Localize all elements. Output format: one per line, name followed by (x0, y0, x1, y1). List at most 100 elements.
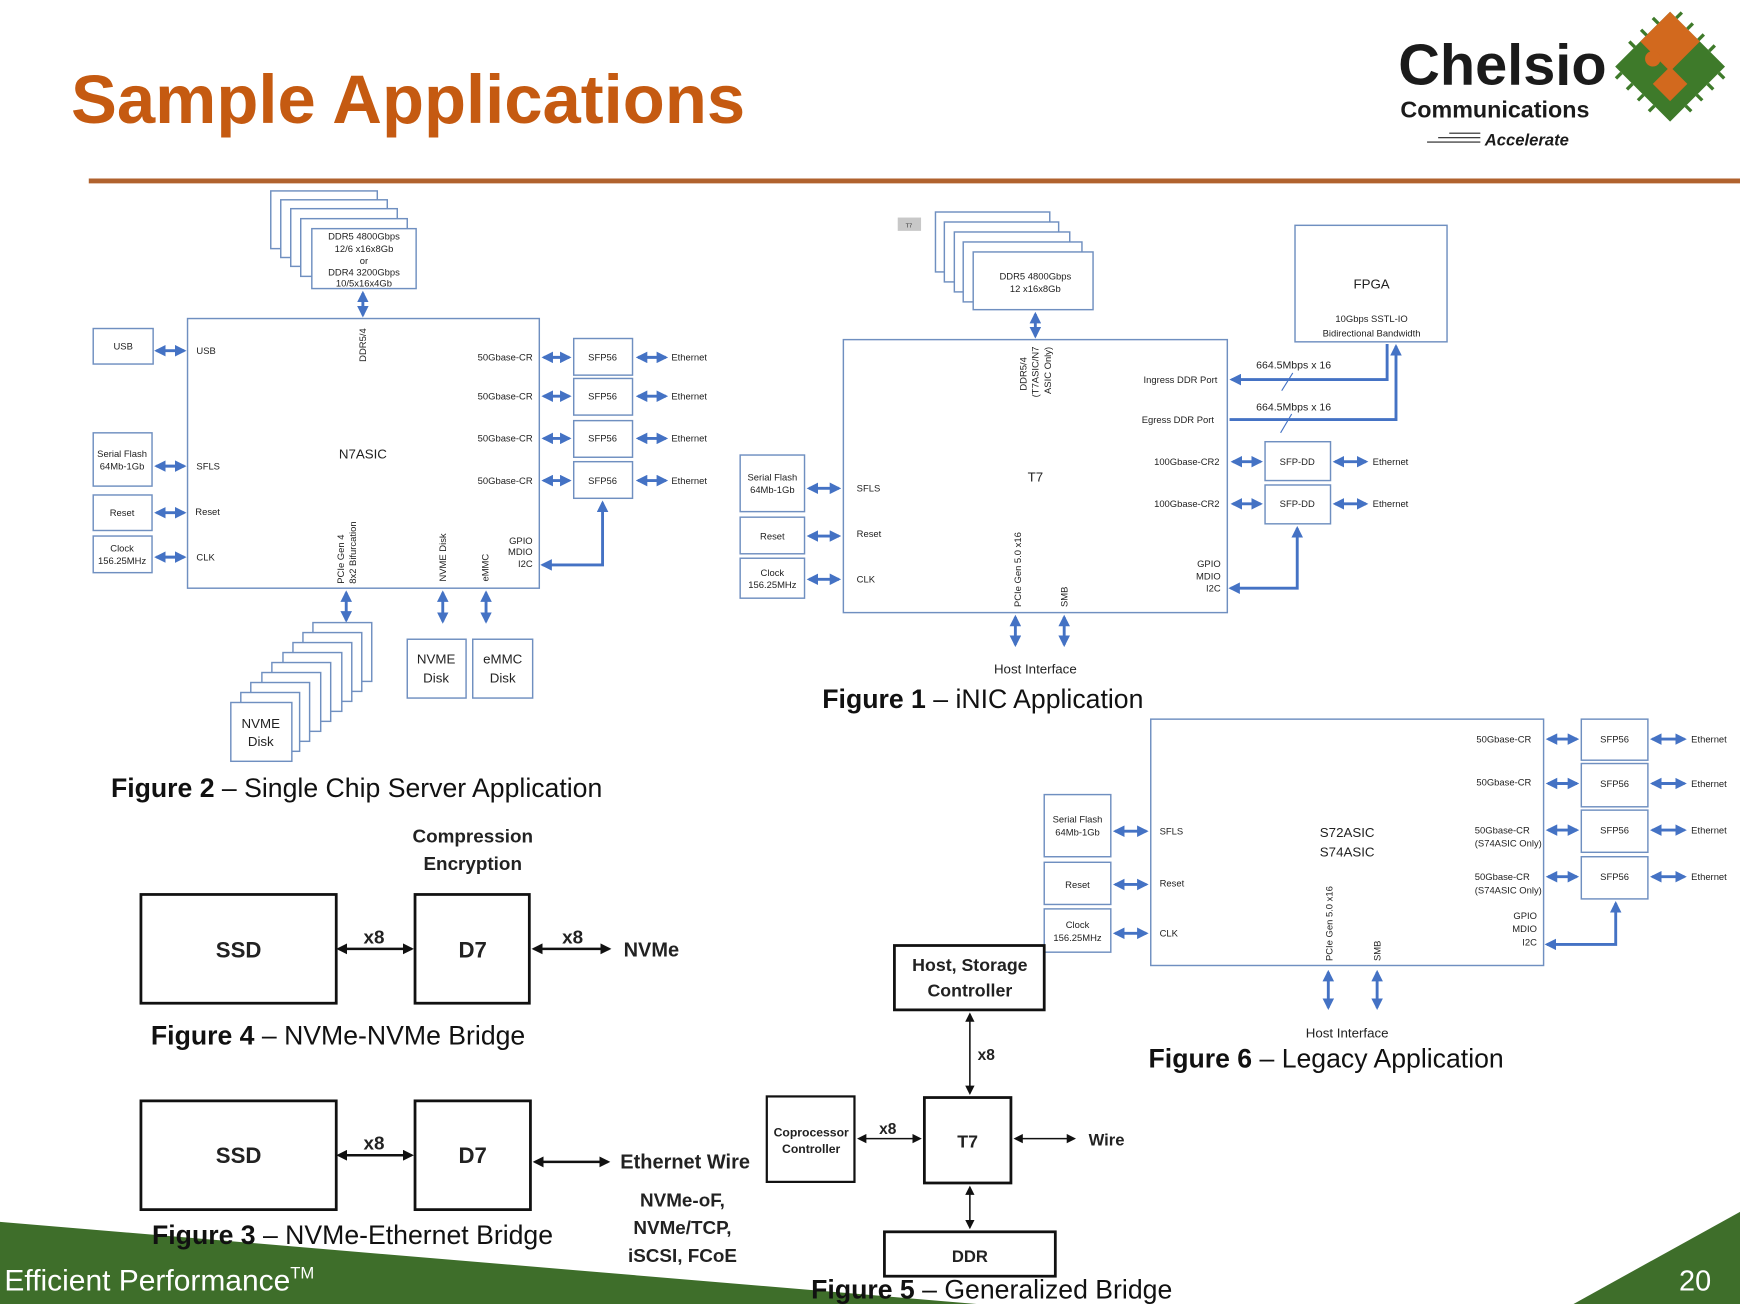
figure-1-caption: Figure 1 – iNIC Application (822, 684, 1143, 714)
sfp56-box (572, 460, 634, 500)
port-label: MDIO (1512, 923, 1537, 934)
sfp56-box (1580, 762, 1649, 808)
port-label: DDR5/4 (1017, 357, 1028, 391)
protocol-label: NVMe-oF, (640, 1189, 725, 1210)
port-label: ASIC Only) (1042, 347, 1053, 394)
box-text: Clock (761, 567, 785, 578)
box-text: SFP56 (1600, 778, 1629, 789)
ddr-stack: DDR5 4800Gbps 12 x16x8Gb (934, 211, 1094, 311)
box-text: Controller (927, 981, 1012, 1001)
box-text: SFP-DD (1280, 456, 1315, 467)
port-label: I2C (518, 558, 533, 569)
host-storage-box (893, 944, 1046, 1012)
gpio-arrow (1544, 901, 1622, 951)
port-label: 50Gbase-CR (1476, 777, 1531, 788)
port-label: 50Gbase-CR (478, 475, 533, 486)
box-text: 64Mb-1Gb (100, 460, 145, 471)
feature-label: Compression (412, 825, 533, 846)
port-label: CLK (196, 551, 215, 562)
d7-box (413, 893, 531, 1005)
box-text: 156.25MHz (1053, 932, 1101, 943)
box-text: Clock (1066, 919, 1090, 930)
ddr-box (883, 1230, 1057, 1278)
box-text: Disk (490, 671, 516, 686)
chip-label: T7 (1028, 470, 1044, 485)
t7-box (922, 1096, 1013, 1185)
page-title: Sample Applications (71, 61, 745, 138)
s7-asic-chip (1150, 718, 1545, 967)
chelsio-logo: Chelsio Communications Accelerate (1398, 11, 1726, 149)
lane-label: x8 (978, 1047, 996, 1064)
port-label: 100Gbase-CR2 (1154, 456, 1219, 467)
feature-label: Encryption (423, 853, 522, 874)
figure-2-caption: Figure 2 – Single Chip Server Applicatio… (111, 773, 602, 803)
box-text: T7 (957, 1131, 978, 1151)
figure-5: Host, Storage Controller x8 T7 Coprocess… (765, 944, 1172, 1304)
figure-3: SSD D7 x8 Ethernet Wire NVMe-oF, NVMe/TC… (139, 1099, 750, 1266)
port-label: NVME Disk (437, 533, 448, 581)
ethernet-label: Ethernet (1691, 778, 1727, 789)
emmc-disk-box (472, 638, 534, 699)
fpga-box (1294, 224, 1448, 343)
box-text: Reset (1065, 879, 1090, 890)
ddr-module (311, 227, 417, 290)
port-label: 50Gbase-CR (1475, 871, 1530, 882)
gpio-arrow (540, 500, 609, 571)
chip-label: S72ASIC (1320, 825, 1375, 840)
box-text: SFP56 (588, 352, 617, 363)
sfp56-box (572, 337, 634, 376)
ethernet-label: Ethernet (1373, 456, 1409, 467)
box-text: DDR (952, 1247, 988, 1266)
box-text: Disk (423, 671, 449, 686)
figure-4: Compression Encryption SSD D7 x8 x8 NVMe… (139, 825, 679, 1050)
ddr-text: DDR5 4800Gbps (328, 231, 400, 242)
fpga-text: 10Gbps SSTL-IO (1335, 313, 1407, 324)
port-label: GPIO (509, 535, 533, 546)
ddr-text: DDR4 3200Gbps (328, 266, 400, 277)
port-label: MDIO (508, 546, 533, 557)
tag-text: T7 (906, 224, 912, 230)
sfp56-box (572, 419, 634, 458)
box-text: SFP56 (588, 391, 617, 402)
reset-box (92, 494, 153, 532)
box-text: Disk (248, 734, 274, 749)
box-text: Serial Flash (1053, 813, 1103, 824)
port-label: SMB (1371, 941, 1382, 961)
page-number: 20 (1679, 1266, 1711, 1298)
port-label: (S74ASIC Only) (1475, 838, 1542, 849)
sfp-dd-box (1264, 484, 1332, 525)
serial-flash-box (1043, 793, 1112, 858)
box-text: SFP56 (1600, 733, 1629, 744)
t7-chip (842, 338, 1229, 614)
box-text: Clock (110, 543, 134, 554)
clock-box (92, 535, 153, 574)
clock-box (739, 557, 806, 599)
ssd-box (139, 893, 338, 1005)
port-label: PCIe Gen 4 (335, 535, 346, 584)
ingress-arrow (1229, 344, 1389, 386)
port-label: CLK (857, 574, 876, 585)
host-interface-label: Host Interface (1306, 1026, 1389, 1041)
port-label: SFLS (857, 483, 881, 494)
serial-flash-box (739, 454, 806, 513)
box-text: Serial Flash (97, 448, 147, 459)
logo-tagline: Accelerate (1484, 130, 1569, 149)
box-text: Controller (782, 1142, 840, 1156)
port-label: Reset (1160, 878, 1185, 889)
coprocessor-box (765, 1095, 856, 1183)
port-label: Egress DDR Port (1142, 414, 1215, 425)
box-text: 64Mb-1Gb (1055, 827, 1100, 838)
ddr-port-label: DDR5/4 (357, 328, 368, 362)
port-label: Reset (857, 528, 882, 539)
usb-box (92, 327, 154, 365)
port-label: Reset (195, 506, 220, 517)
port-label: eMMC (479, 554, 490, 582)
port-label: 8x2 Bifurcation (347, 521, 358, 583)
lane-label: x8 (363, 1133, 384, 1154)
port-label: (S74ASIC Only) (1475, 884, 1542, 895)
protocol-label: iSCSI, FCoE (628, 1245, 737, 1266)
ddr-text: 12/6 x16x8Gb (335, 243, 394, 254)
box-text: Reset (110, 507, 135, 518)
